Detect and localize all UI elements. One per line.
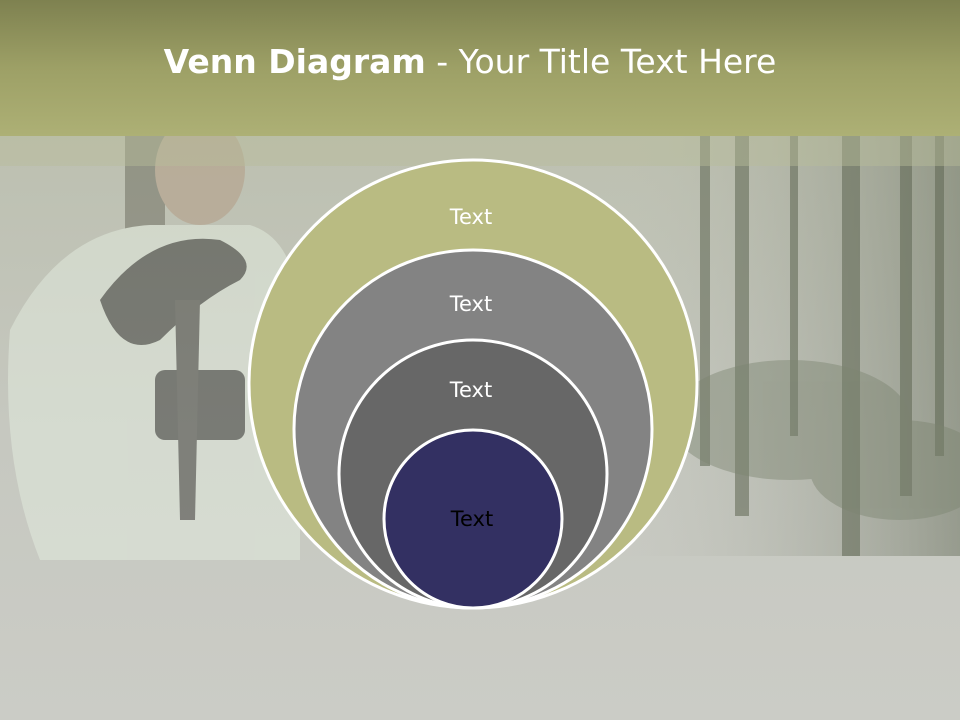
title-band bbox=[0, 0, 960, 136]
venn-label-1: Text bbox=[449, 205, 492, 229]
title-rest-part: - Your Title Text Here bbox=[425, 42, 777, 81]
venn-label-3: Text bbox=[449, 378, 492, 402]
venn-label-2: Text bbox=[449, 292, 492, 316]
slide-title: Venn Diagram - Your Title Text Here bbox=[0, 40, 940, 84]
venn-label-4: Text bbox=[450, 507, 493, 531]
title-bold-part: Venn Diagram bbox=[163, 42, 426, 81]
venn-circle-4 bbox=[382, 428, 564, 610]
